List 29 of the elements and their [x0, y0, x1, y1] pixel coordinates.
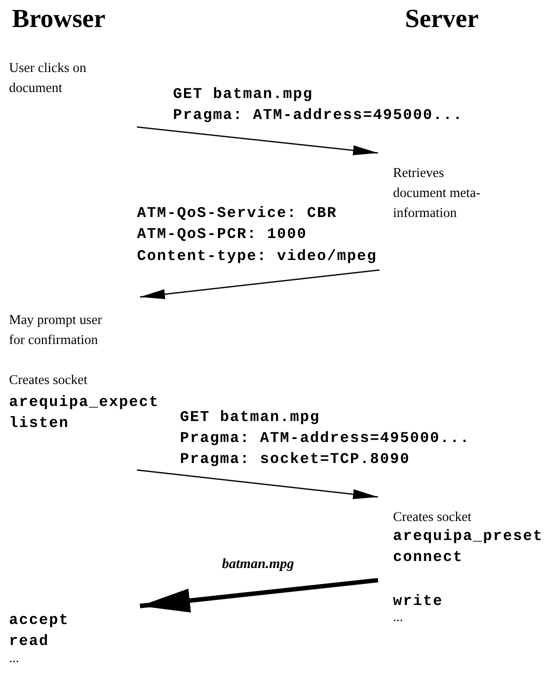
message-header: Pragma: socket=TCP.8090: [180, 450, 410, 469]
column-heading: Browser: [12, 4, 106, 34]
ellipsis-text: ...: [393, 608, 404, 626]
step-text: Creates socket: [393, 508, 472, 526]
message-header: ATM-QoS-PCR: 1000: [137, 225, 308, 244]
ellipsis-text: ...: [9, 649, 20, 667]
arrow: [136, 469, 378, 500]
message-header: GET batman.mpg: [180, 408, 320, 427]
arrow: [140, 578, 378, 613]
step-text: Creates socket: [9, 371, 88, 389]
message-header: GET batman.mpg: [173, 85, 314, 104]
function-name: read: [9, 632, 50, 651]
function-name: arequipa_preset: [393, 527, 544, 546]
edge-label: batman.mpg: [220, 557, 296, 573]
message-header: ATM-QoS-Service: CBR: [137, 204, 338, 223]
step-text: Retrieves document meta-information: [393, 164, 482, 222]
function-name: write: [393, 592, 444, 611]
message-header: Pragma: ATM-address=495000...: [180, 429, 470, 448]
message-header: Content-type: video/mpeg: [137, 247, 378, 266]
function-name: listen: [9, 414, 70, 433]
arrow: [136, 126, 378, 156]
function-name: connect: [393, 548, 464, 567]
function-name: accept: [9, 611, 70, 630]
step-text: May prompt user for confirmation: [9, 311, 103, 349]
function-name: arequipa_expect: [9, 393, 160, 412]
step-text: User clicks on document: [9, 59, 88, 97]
message-header: Pragma: ATM-address=495000...: [173, 106, 464, 125]
column-heading: Server: [405, 4, 479, 34]
arrow: [140, 269, 380, 300]
